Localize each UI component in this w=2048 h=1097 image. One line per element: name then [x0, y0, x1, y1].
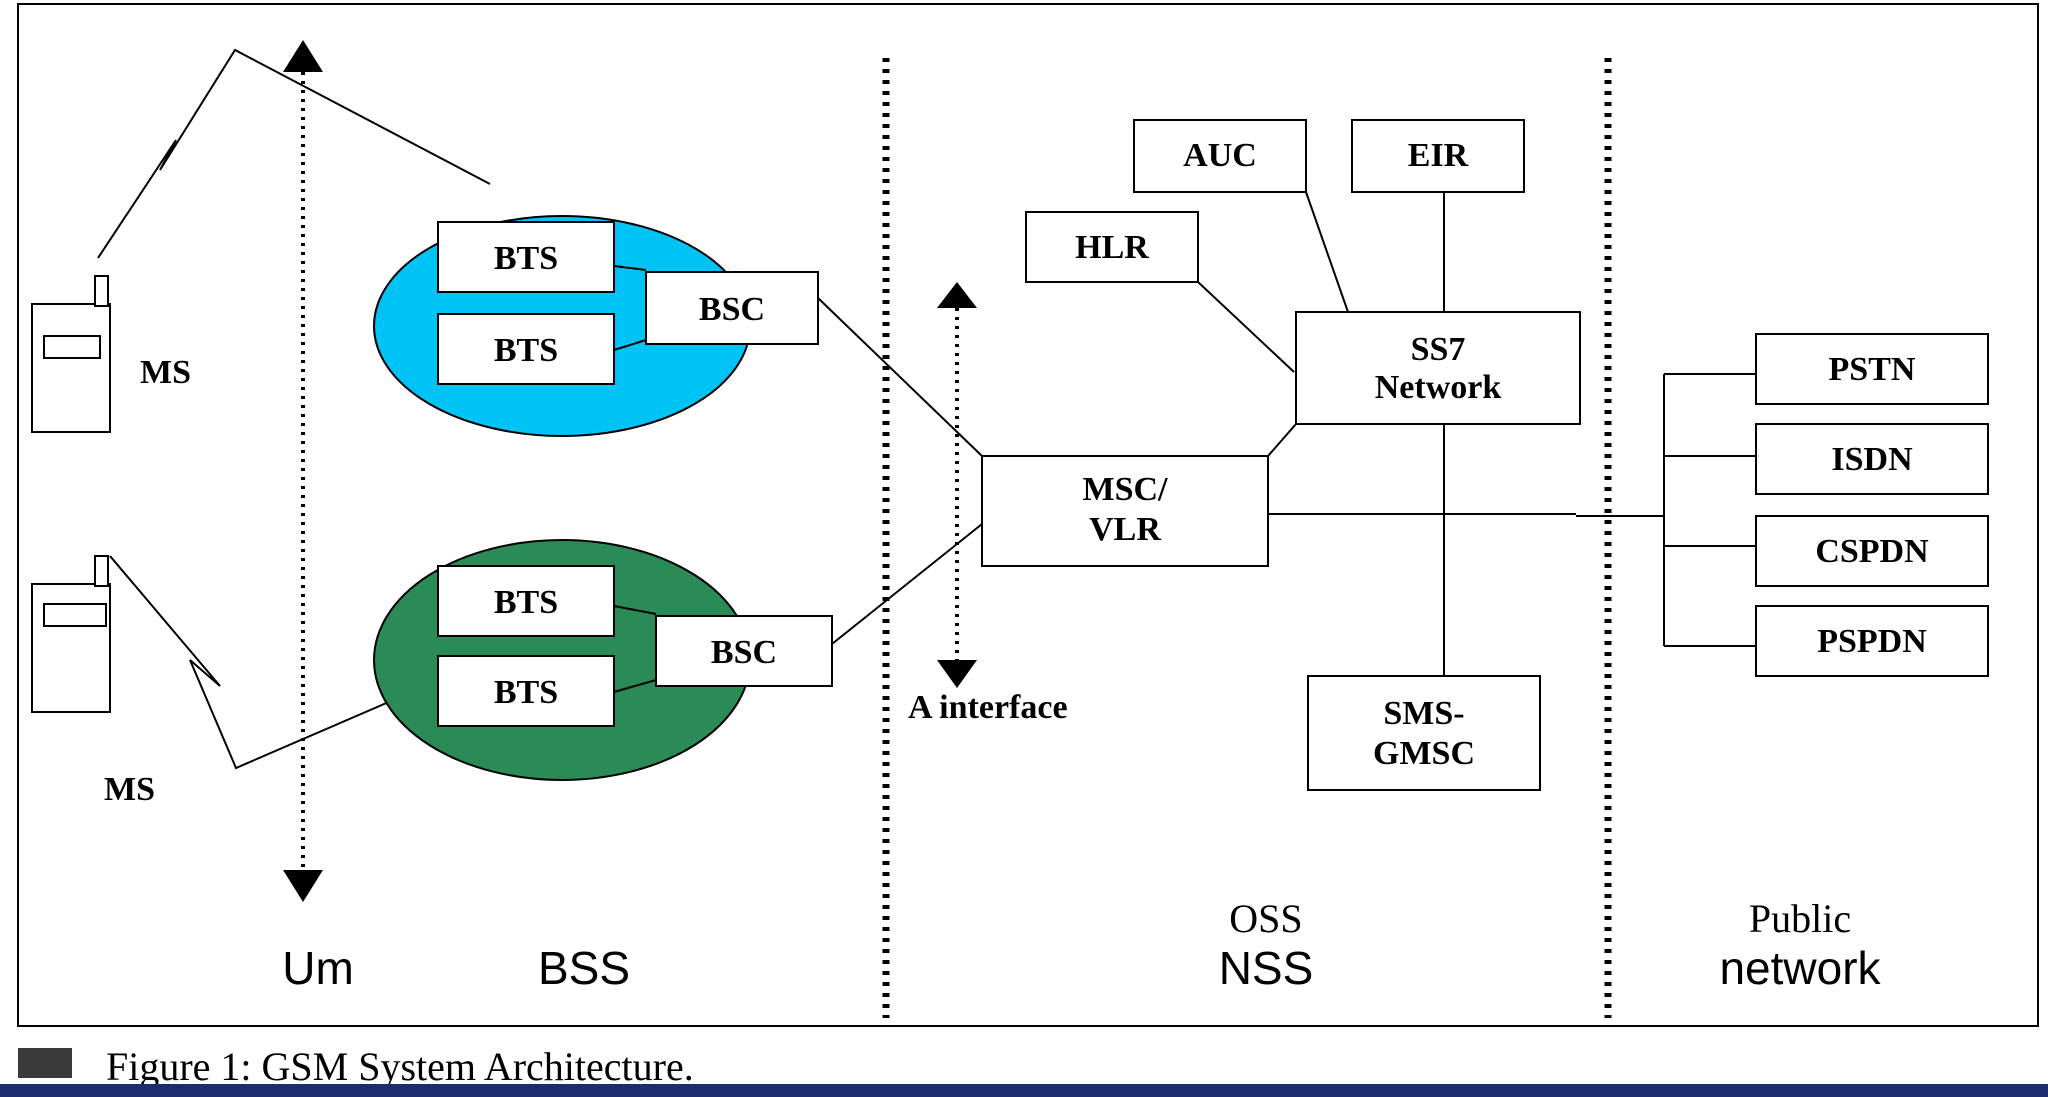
diagram-frame [17, 3, 2039, 1027]
mobile-phone-icon [31, 275, 111, 433]
pstn-label: PSTN [1829, 351, 1916, 388]
bts-label: BTS [494, 584, 558, 621]
pspdn-box [1755, 605, 1989, 677]
hlr-label: HLR [1075, 229, 1149, 266]
sms-label-line1: SMS- [1383, 695, 1464, 732]
oss-label: OSS [1229, 896, 1302, 941]
cspdn-label: CSPDN [1815, 533, 1929, 570]
bsc-label: BSC [711, 634, 777, 671]
sms-label-line2: GMSC [1373, 735, 1475, 772]
figure-caption: Figure 1: GSM System Architecture. [106, 1044, 694, 1089]
cspdn-box [1755, 515, 1989, 587]
connector-lines [613, 191, 1756, 693]
ss7-network-box [1295, 311, 1581, 425]
bottom-strip [0, 1084, 2048, 1097]
auc-label: AUC [1183, 137, 1257, 174]
bss-label: BSS [538, 942, 630, 994]
bts-box [437, 221, 615, 293]
auc-box [1133, 119, 1307, 193]
ms-bottom-label: MS [104, 771, 155, 808]
hlr-box [1025, 211, 1199, 283]
square-bullet-icon [18, 1048, 72, 1078]
isdn-box [1755, 423, 1989, 495]
pstn-box [1755, 333, 1989, 405]
mobile-phone-icon [31, 555, 111, 713]
bts-box [437, 313, 615, 385]
sms-gmsc-box [1307, 675, 1541, 791]
pspdn-label: PSPDN [1817, 623, 1927, 660]
public-label-line2: network [1719, 942, 1881, 994]
isdn-label: ISDN [1831, 441, 1913, 478]
eir-box [1351, 119, 1525, 193]
bsc-box [655, 615, 833, 687]
bts-label: BTS [494, 674, 558, 711]
msc-label-line1: MSC/ [1083, 471, 1169, 508]
radio-link-bottom [109, 555, 436, 770]
ss7-label-line2: Network [1375, 369, 1502, 406]
ss7-label-line1: SS7 [1411, 331, 1466, 368]
radio-link-top [97, 48, 491, 259]
bts-box [437, 655, 615, 727]
um-label: Um [282, 942, 354, 994]
bts-label: BTS [494, 332, 558, 369]
a-interface-arrow [937, 282, 977, 688]
bts-box [437, 565, 615, 637]
eir-label: EIR [1408, 137, 1469, 174]
msc-vlr-box [981, 455, 1269, 567]
public-label-line1: Public [1749, 896, 1851, 941]
bsc-box [645, 271, 819, 345]
um-interface-arrow [283, 40, 323, 902]
msc-label-line2: VLR [1089, 511, 1161, 548]
ms-top-label: MS [140, 354, 191, 391]
a-interface-label: A interface [908, 689, 1068, 726]
nss-label: NSS [1219, 942, 1314, 994]
bsc-label: BSC [699, 291, 765, 328]
bts-label: BTS [494, 240, 558, 277]
